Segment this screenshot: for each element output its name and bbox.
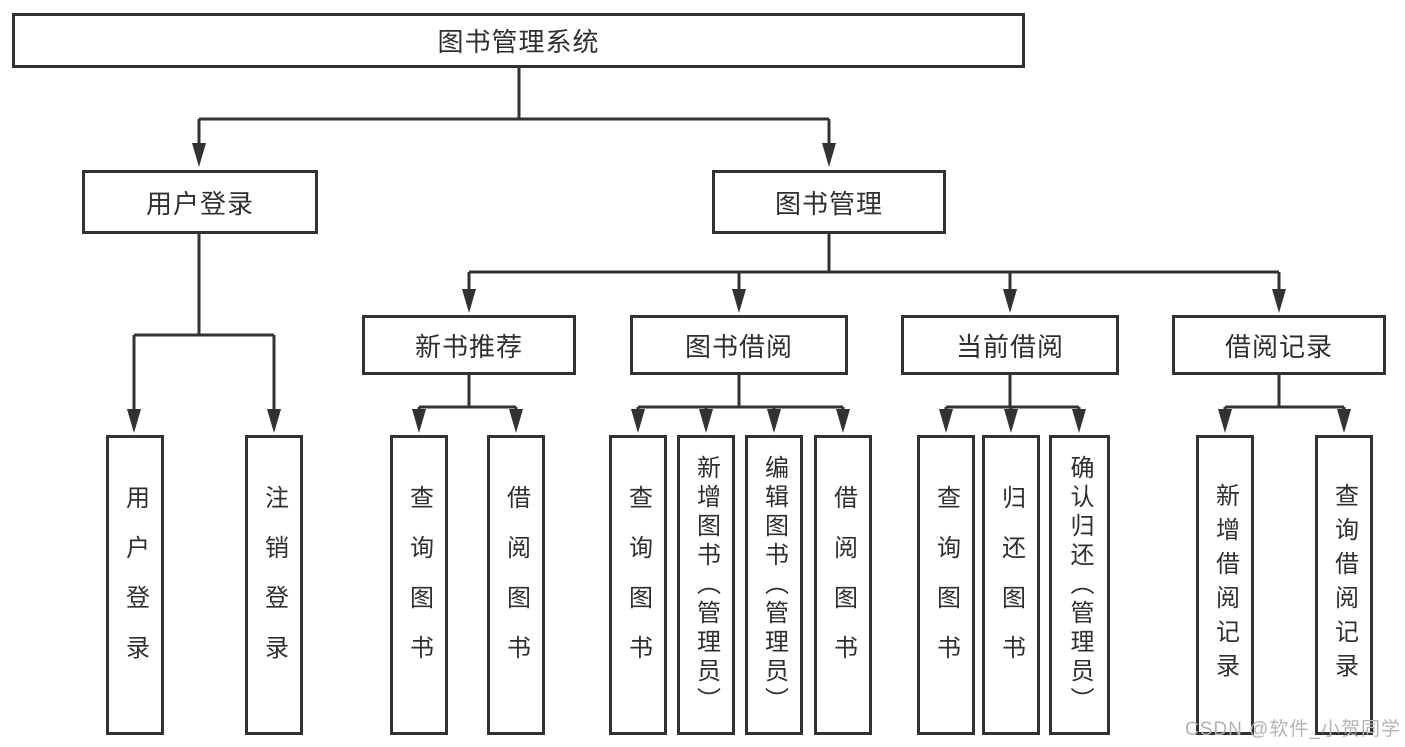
leaf-query-books-borrow: 查询图书 <box>609 435 667 735</box>
leaf-query-borrow-record: 查询借阅记录 <box>1315 435 1373 735</box>
leaf-query-books-current: 查询图书 <box>917 435 975 735</box>
node-user-login: 用户登录 <box>82 170 318 234</box>
leaf-add-book-admin: 新增图书（管理员） <box>677 435 735 735</box>
arrowhead-icon <box>1272 289 1286 313</box>
leaf-confirm-return-admin: 确认归还（管理员） <box>1049 435 1110 735</box>
arrowhead-icon <box>699 409 713 433</box>
leaf-logout: 注销登录 <box>245 435 303 735</box>
arrowhead-icon <box>822 143 836 167</box>
arrowhead-icon <box>192 143 206 167</box>
arrowhead-icon <box>127 409 141 433</box>
arrowhead-icon <box>1003 289 1017 313</box>
connector-bookmgmt-to-level3 <box>462 234 1286 313</box>
arrowhead-icon <box>267 409 281 433</box>
arrowhead-icon <box>509 409 523 433</box>
arrowhead-icon <box>1218 409 1232 433</box>
csdn-watermark: CSDN @软件_小贺同学 <box>1185 719 1401 740</box>
leaf-return-books: 归还图书 <box>982 435 1040 735</box>
connector-records-to-leaves <box>1218 375 1351 433</box>
arrowhead-icon <box>462 289 476 313</box>
node-borrowing-records: 借阅记录 <box>1172 315 1386 375</box>
node-library-management-system: 图书管理系统 <box>12 13 1025 68</box>
node-new-book-recommendation: 新书推荐 <box>362 315 576 375</box>
arrowhead-icon <box>631 409 645 433</box>
leaf-user-login: 用户登录 <box>106 435 164 735</box>
arrowhead-icon <box>1337 409 1351 433</box>
arrowhead-icon <box>836 409 850 433</box>
node-current-borrowing: 当前借阅 <box>901 315 1119 375</box>
arrowhead-icon <box>939 409 953 433</box>
arrowhead-icon <box>412 409 426 433</box>
connector-userlogin-to-leaves <box>127 234 281 433</box>
connector-newbook-to-leaves <box>412 375 523 433</box>
leaf-query-books-recommend: 查询图书 <box>390 435 448 735</box>
connector-root-to-level2 <box>192 68 836 167</box>
connector-current-to-leaves <box>939 375 1086 433</box>
arrowhead-icon <box>1072 409 1086 433</box>
leaf-add-borrow-record: 新增借阅记录 <box>1196 435 1254 735</box>
leaf-borrow-books-recommend: 借阅图书 <box>487 435 545 735</box>
connector-borrow-to-leaves <box>631 375 850 433</box>
arrowhead-icon <box>732 289 746 313</box>
arrowhead-icon <box>1004 409 1018 433</box>
node-book-management: 图书管理 <box>712 170 946 234</box>
arrowhead-icon <box>767 409 781 433</box>
leaf-edit-book-admin: 编辑图书（管理员） <box>745 435 803 735</box>
node-book-borrowing: 图书借阅 <box>630 315 848 375</box>
leaf-borrow-books: 借阅图书 <box>814 435 872 735</box>
